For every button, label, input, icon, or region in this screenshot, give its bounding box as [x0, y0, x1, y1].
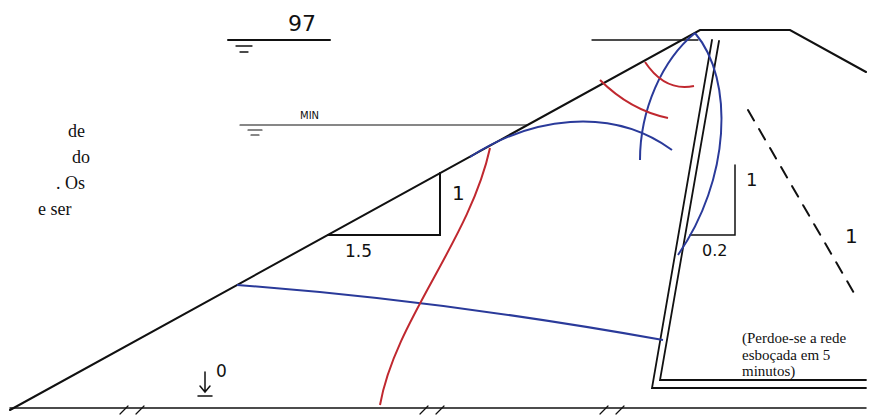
level-symbol [236, 46, 252, 52]
slope-ratio: 1 [746, 170, 757, 190]
ground-hatch [120, 406, 624, 414]
slope-ratio: 1.5 [345, 242, 372, 261]
min-level [240, 124, 527, 125]
slope-triangle [328, 173, 440, 235]
page-text: de [68, 122, 85, 142]
flow-line [678, 33, 721, 255]
level-symbol [198, 372, 212, 396]
equipotential-line [645, 62, 694, 87]
equipotential-line [380, 148, 490, 405]
flow-line [640, 33, 695, 160]
equipotential-line [600, 80, 668, 118]
page-text: . Os [56, 174, 85, 194]
downstream-slope [748, 110, 858, 300]
slope-ratio: 1 [845, 225, 858, 247]
chimney-drain [660, 41, 866, 380]
level-label: 97 [288, 12, 316, 36]
chimney-drain [652, 40, 866, 388]
foundation-line [10, 407, 866, 409]
slope-ratio: 1 [452, 182, 465, 204]
note: (Perdoe-se a rede esboçada em 5 minutos) [742, 330, 866, 380]
dam-outline [10, 30, 866, 410]
slope-ratio: 0.2 [702, 242, 727, 260]
flow-line [237, 285, 663, 340]
page-text: e ser [38, 200, 71, 220]
page-text: do [72, 148, 90, 168]
level-label: MIN [300, 110, 319, 121]
water-level [592, 39, 698, 40]
level-label: 0 [216, 362, 227, 381]
water-level [228, 39, 330, 41]
level-symbol [248, 130, 262, 135]
